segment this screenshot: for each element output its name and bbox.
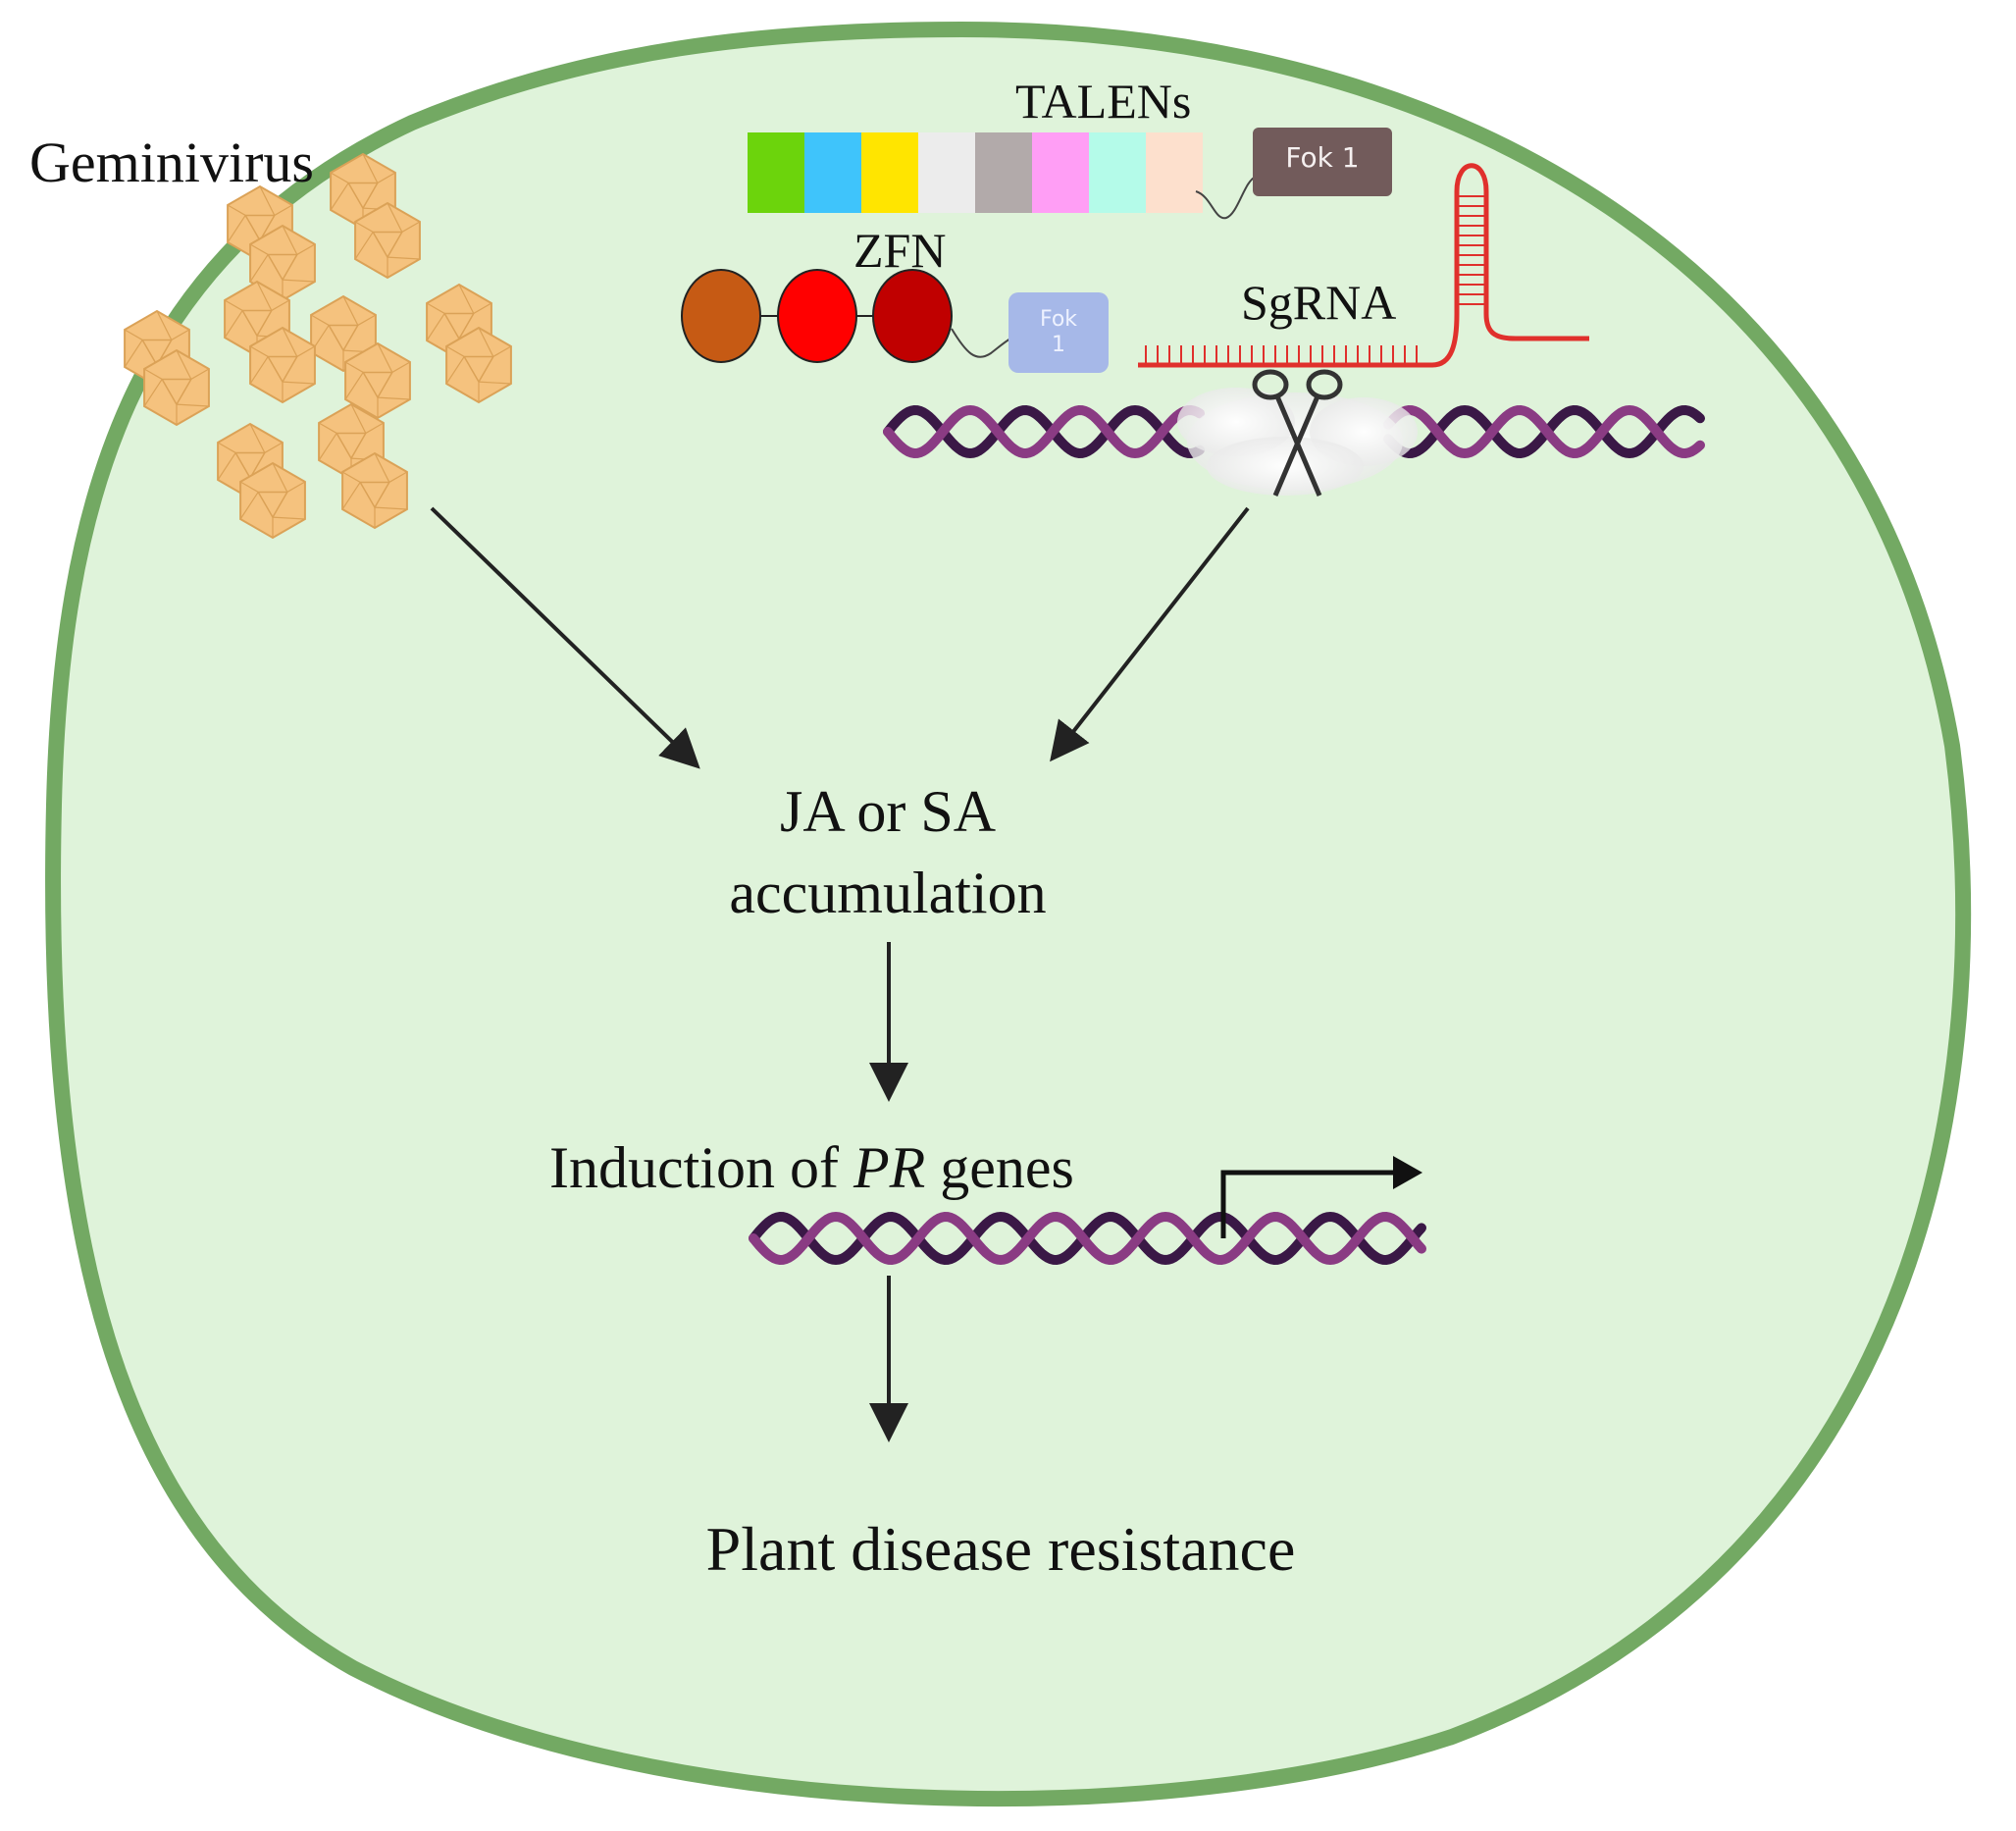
geminivirus-particle-icon — [143, 348, 210, 427]
zfn-label: ZFN — [853, 223, 946, 278]
geminivirus-particle-icon — [249, 326, 316, 404]
arrow-virus-to-accumulation — [430, 506, 700, 769]
talen-linker — [1195, 176, 1257, 220]
geminivirus-particle-icon — [341, 451, 408, 530]
talen-repeat-segment — [975, 132, 1032, 213]
zfn-fok1-label-1: Fok — [1040, 307, 1077, 332]
talen-repeat-segment — [1146, 132, 1203, 213]
talen-repeat-segment — [804, 132, 861, 213]
talens-label: TALENs — [1015, 74, 1191, 129]
induction-label: Induction of PR genes — [549, 1135, 1074, 1200]
talen-fok1-label: Fok 1 — [1285, 141, 1359, 174]
induction-prefix: Induction of — [549, 1135, 853, 1200]
geminivirus-particle-icon — [249, 224, 316, 302]
geminivirus-particle-icon — [239, 461, 306, 540]
talen-array — [748, 132, 1203, 213]
pr-gene-dna-helix-icon — [749, 1211, 1426, 1266]
zfn-fok1-label-2: 1 — [1052, 333, 1065, 357]
induction-gene: PR — [853, 1135, 925, 1200]
talen-repeat-segment — [918, 132, 975, 213]
talen-repeat-segment — [1032, 132, 1089, 213]
arrow-editing-to-accumulation — [1050, 506, 1250, 762]
geminivirus-particle-icon — [354, 201, 421, 280]
talen-fok1-domain — [1253, 128, 1392, 196]
promoter-arrow-icon — [1220, 1156, 1422, 1238]
resistance-label: Plant disease resistance — [706, 1514, 1296, 1584]
geminivirus-particle-icon — [344, 341, 411, 420]
target-dna-helix-icon — [883, 404, 1705, 459]
induction-suffix: genes — [925, 1135, 1074, 1200]
geminivirus-cluster — [124, 152, 512, 540]
zfn-finger-2 — [777, 269, 857, 363]
talen-repeat-segment — [861, 132, 918, 213]
sgrna-label: SgRNA — [1241, 275, 1396, 330]
scissors-icon — [1252, 369, 1343, 497]
geminivirus-particle-icon — [445, 326, 512, 404]
sgrna-backbone — [1138, 163, 1589, 368]
zfn-finger-3 — [872, 269, 953, 363]
geminivirus-particle-icon — [310, 294, 377, 373]
talen-repeat-segment — [748, 132, 804, 213]
sgrna-structure — [1138, 163, 1589, 368]
talen-repeat-segment — [1089, 132, 1146, 213]
zfn-fok1-domain — [1008, 292, 1109, 373]
zfn-finger-1 — [681, 269, 761, 363]
zfn-linker — [951, 328, 1011, 358]
accumulation-label-line2: accumulation — [729, 861, 1046, 925]
accumulation-label-line1: JA or SA — [780, 779, 996, 844]
geminivirus-label: Geminivirus — [29, 131, 314, 194]
